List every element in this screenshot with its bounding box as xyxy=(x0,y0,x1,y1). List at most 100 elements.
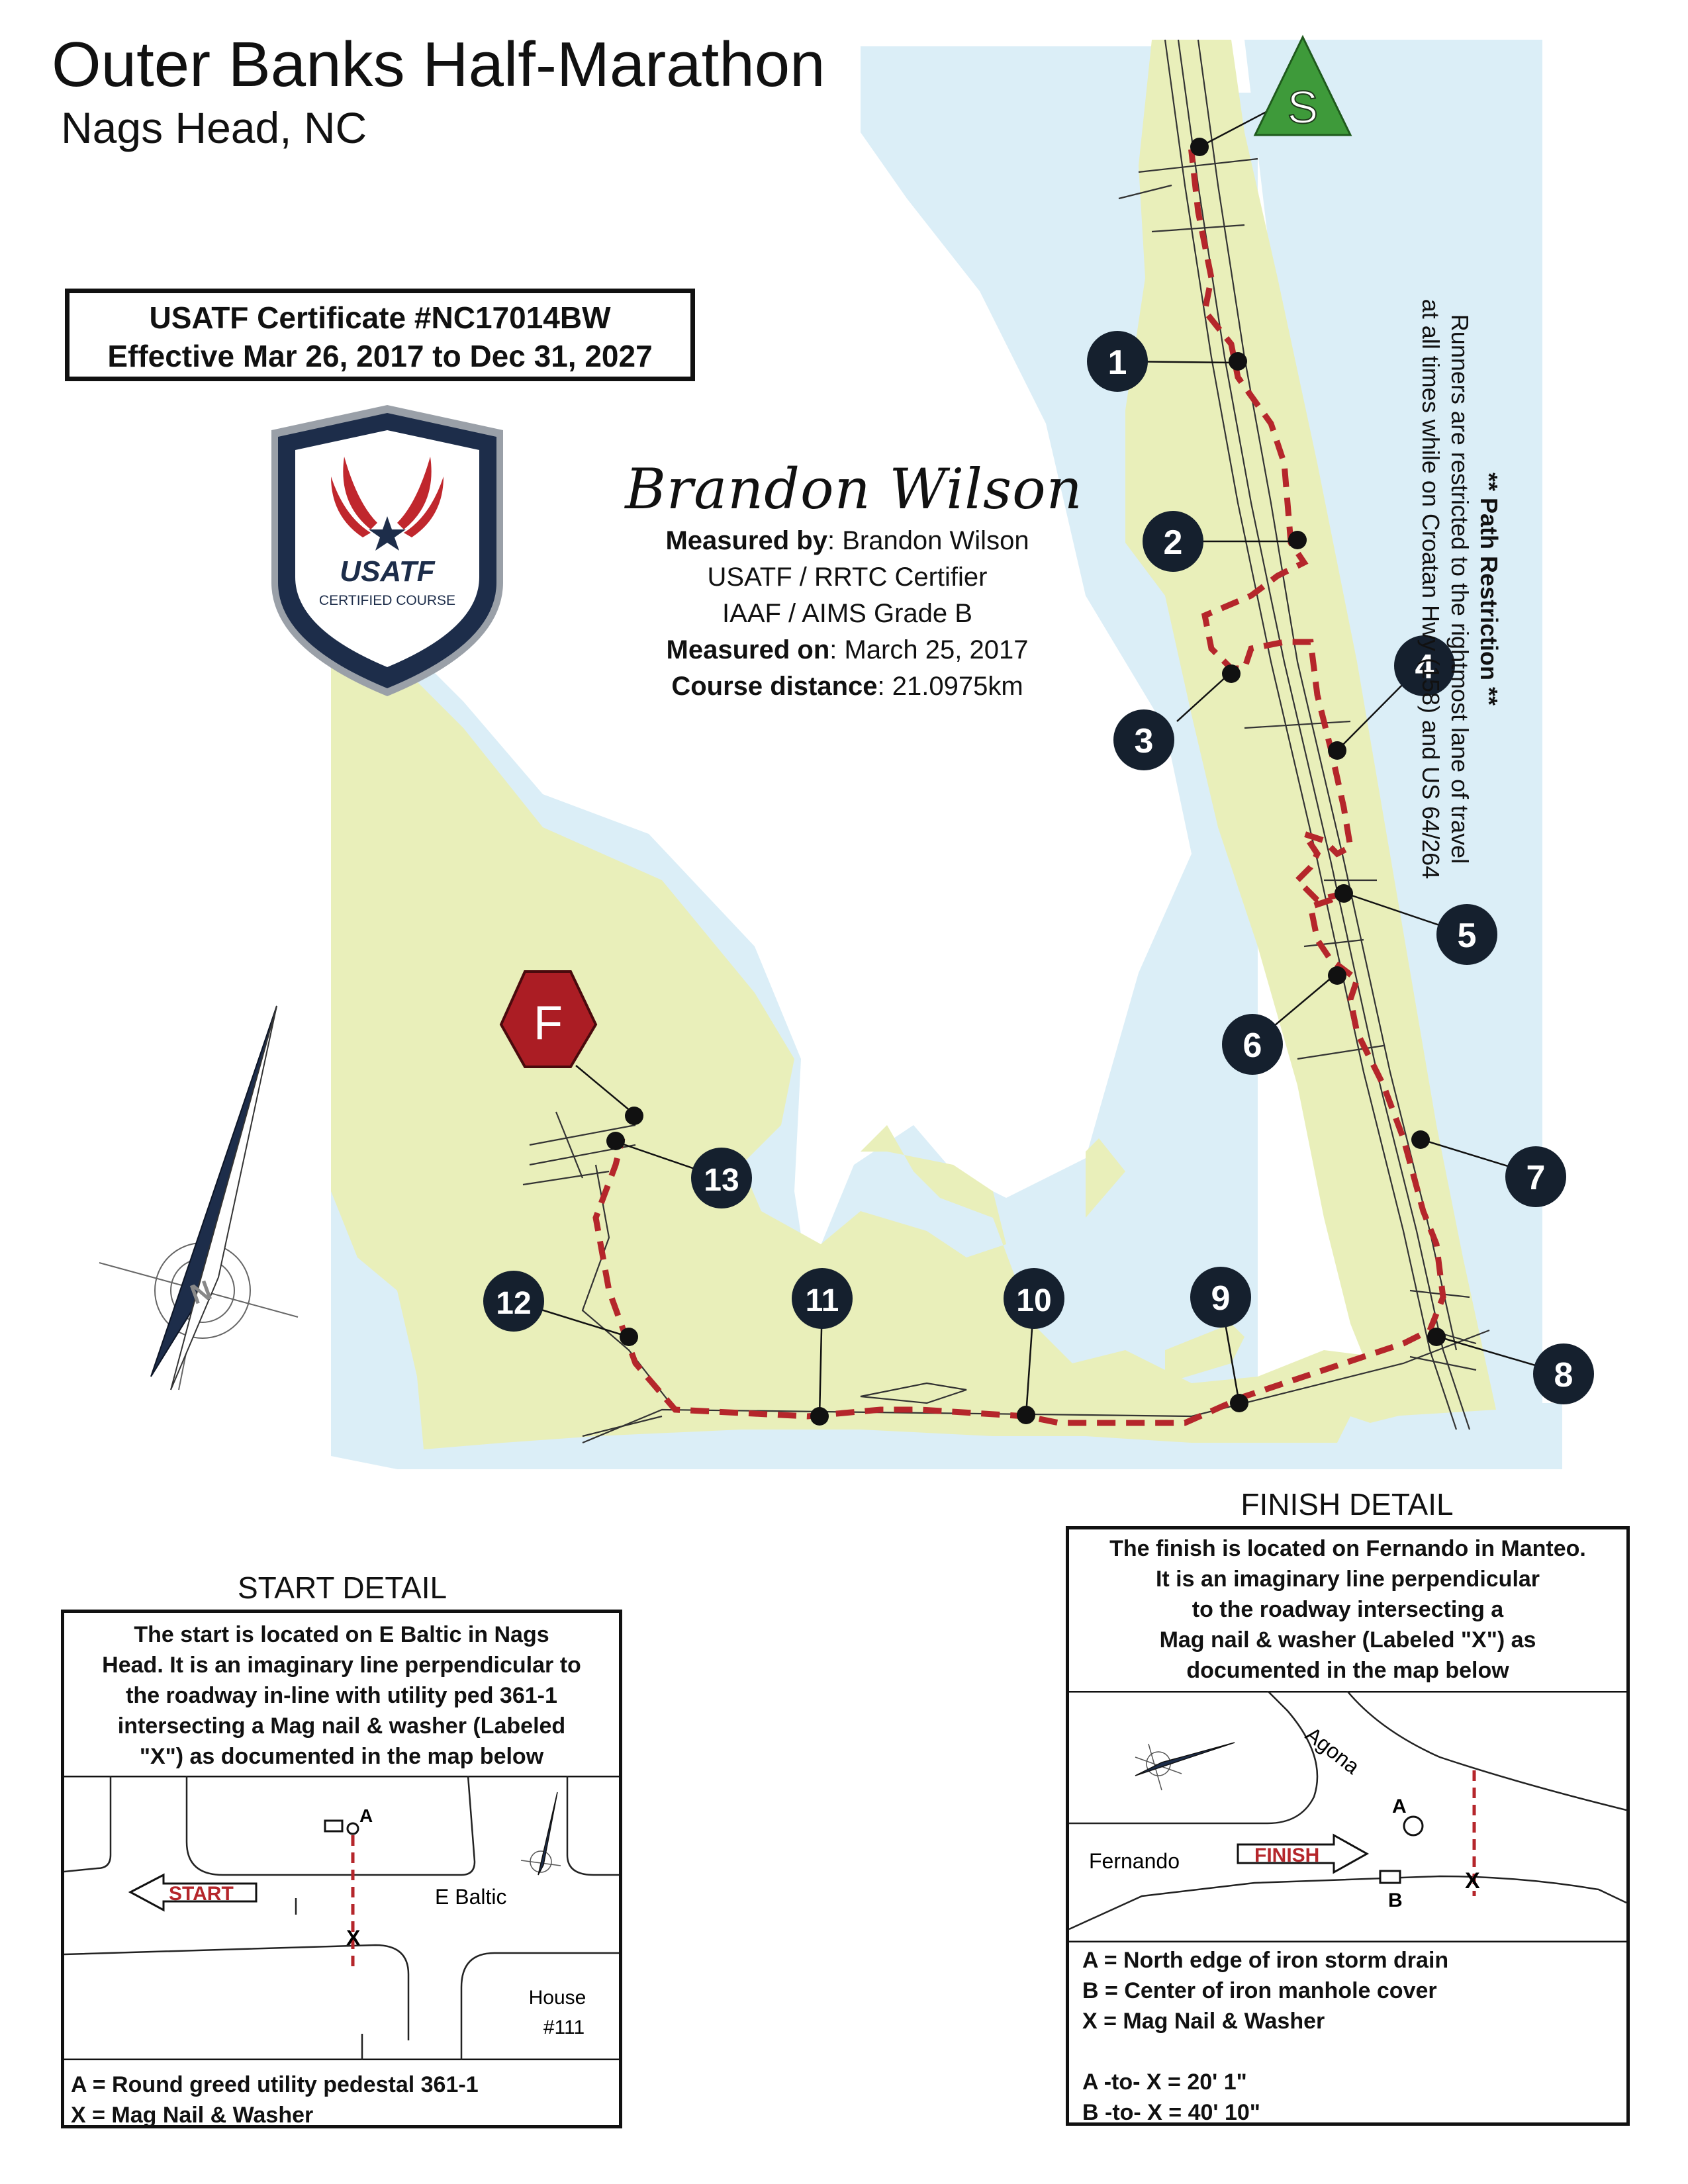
certificate-box: USATF Certificate #NC17014BW Effective M… xyxy=(65,289,695,381)
legend-line: X = Mag Nail & Washer xyxy=(71,2103,314,2128)
point-x-label: X xyxy=(346,1926,361,1950)
measured-by-label: Measured by xyxy=(665,526,827,555)
desc-line: Head. It is an imaginary line perpendicu… xyxy=(102,1653,581,1678)
finish-detail-map: Agona Fernando A B X FINISH xyxy=(1069,1691,1626,1942)
distance-label: Course distance xyxy=(671,672,878,701)
restriction-line-2: at all times while on Croatan Hwy (158) … xyxy=(1417,298,1444,880)
restriction-title: ** Path Restriction ** xyxy=(1476,472,1503,706)
desc-line: It is an imaginary line perpendicular xyxy=(1155,1567,1540,1592)
waypoint-dots xyxy=(606,138,1446,1426)
page-subtitle: Nags Head, NC xyxy=(61,103,367,152)
restriction-line-1: Runners are restricted to the rightmost … xyxy=(1446,314,1474,864)
mile-marker-11: 11 xyxy=(792,1268,853,1329)
mile-marker-7: 7 xyxy=(1505,1146,1566,1207)
mile-marker-1: 1 xyxy=(1087,331,1148,392)
utility-box-icon xyxy=(324,1819,344,1833)
finish-direction-arrow-icon xyxy=(1237,1833,1370,1874)
mile-markers: 1 2 3 4 5 6 7 8 9 10 11 12 13 xyxy=(483,331,1594,1404)
mile-marker-12: 12 xyxy=(483,1271,544,1332)
mile-marker-3: 3 xyxy=(1113,709,1174,770)
land xyxy=(331,40,1496,1449)
usatf-badge: USATF CERTIFIED COURSE xyxy=(271,405,503,696)
mile-label: 8 xyxy=(1554,1356,1573,1394)
mile-label: 12 xyxy=(496,1286,531,1321)
manhole-icon xyxy=(1379,1870,1401,1884)
certificate-effective: Effective Mar 26, 2017 to Dec 31, 2027 xyxy=(107,339,653,373)
measured-by-value: : Brandon Wilson xyxy=(827,526,1029,555)
desc-line: "X") as documented in the map below xyxy=(139,1744,544,1769)
desc-line: Mag nail & washer (Labeled "X") as xyxy=(1159,1627,1536,1653)
legend-line: X = Mag Nail & Washer xyxy=(1082,2009,1325,2034)
measurer-role-1: USATF / RRTC Certifier xyxy=(707,563,988,592)
path-restriction-note: ** Path Restriction ** Runners are restr… xyxy=(1410,291,1509,887)
start-detail-map: A X START E Baltic House #111 xyxy=(64,1776,619,2060)
mile-label: 5 xyxy=(1458,917,1477,955)
start-detail-legend: A = Round greed utility pedestal 361-1 X… xyxy=(71,2070,479,2130)
point-a-label: A xyxy=(1392,1796,1407,1817)
street-fernando-label: Fernando xyxy=(1089,1849,1180,1873)
street-agona-label: Agona xyxy=(1301,1722,1364,1778)
mile-marker-10: 10 xyxy=(1004,1268,1064,1329)
course-route xyxy=(592,148,1446,1426)
mile-label: 4 xyxy=(1415,648,1434,686)
desc-line: documented in the map below xyxy=(1186,1658,1509,1683)
start-marker-label: S xyxy=(1288,81,1319,133)
distance-value: : 21.0975km xyxy=(877,672,1023,701)
finish-marker-label: F xyxy=(534,997,563,1050)
mile-label: 6 xyxy=(1243,1026,1262,1065)
mile-marker-8: 8 xyxy=(1533,1343,1594,1404)
desc-line: to the roadway intersecting a xyxy=(1192,1597,1504,1622)
start-detail-description: The start is located on E Baltic in Nags… xyxy=(64,1619,619,1772)
legend-spacer xyxy=(1082,2036,1448,2067)
finish-detail-description: The finish is located on Fernando in Man… xyxy=(1069,1533,1626,1686)
page-title: Outer Banks Half-Marathon xyxy=(52,29,825,100)
certificate-number: USATF Certificate #NC17014BW xyxy=(149,300,611,335)
mile-marker-6: 6 xyxy=(1222,1014,1283,1075)
point-a-label: A xyxy=(359,1805,373,1826)
house-label: House xyxy=(529,1987,586,2009)
utility-pedestal-icon xyxy=(346,1822,359,1835)
desc-line: The finish is located on Fernando in Man… xyxy=(1109,1536,1586,1561)
finish-detail-heading: FINISH DETAIL xyxy=(1241,1487,1454,1522)
finish-marker: F xyxy=(499,970,598,1068)
finish-detail-box: The finish is located on Fernando in Man… xyxy=(1066,1526,1630,2126)
start-detail-heading: START DETAIL xyxy=(237,1570,447,1605)
legend-line: B = Center of iron manhole cover xyxy=(1082,1978,1437,2003)
finish-arrow-label: FINISH xyxy=(1254,1844,1319,1866)
point-x-label: X xyxy=(1465,1868,1480,1893)
finish-detail-legend: A = North edge of iron storm drain B = C… xyxy=(1082,1945,1448,2128)
measurer-signature: Brandon Wilson xyxy=(625,457,1083,522)
start-marker: S xyxy=(1253,34,1352,136)
storm-drain-icon xyxy=(1403,1815,1424,1837)
mile-label: 3 xyxy=(1135,722,1154,760)
mile-label: 7 xyxy=(1526,1159,1546,1197)
street-label: E Baltic xyxy=(435,1885,506,1909)
compass-rose: N xyxy=(99,1005,299,1390)
badge-name: USATF xyxy=(340,555,436,588)
mini-compass-icon xyxy=(1135,1742,1235,1791)
badge-caption: CERTIFIED COURSE xyxy=(319,593,455,608)
desc-line: the roadway in-line with utility ped 361… xyxy=(126,1683,557,1708)
point-b-label: B xyxy=(1388,1889,1403,1911)
measured-on-value: : March 25, 2017 xyxy=(829,635,1029,664)
mile-label: 10 xyxy=(1016,1283,1051,1318)
mile-label: 13 xyxy=(704,1163,739,1198)
mile-marker-9: 9 xyxy=(1190,1267,1251,1328)
mile-label: 11 xyxy=(806,1283,839,1318)
start-arrow-label: START xyxy=(169,1883,234,1905)
legend-line: B -to- X = 40' 10" xyxy=(1082,2100,1260,2125)
legend-line: A -to- X = 20' 1" xyxy=(1082,2070,1247,2095)
mile-label: 1 xyxy=(1108,343,1127,382)
mile-marker-13: 13 xyxy=(691,1148,752,1208)
legend-line: A = North edge of iron storm drain xyxy=(1082,1948,1449,1973)
mini-compass-icon xyxy=(520,1792,561,1876)
desc-line: The start is located on E Baltic in Nags xyxy=(134,1622,549,1647)
measured-on-label: Measured on xyxy=(666,635,830,664)
mile-label: 2 xyxy=(1164,523,1183,562)
mile-marker-4: 4 xyxy=(1394,635,1455,696)
house-number-label: #111 xyxy=(543,2017,585,2038)
start-detail-box: The start is located on E Baltic in Nags… xyxy=(61,1610,622,2128)
legend-line: A = Round greed utility pedestal 361-1 xyxy=(71,2072,479,2097)
desc-line: intersecting a Mag nail & washer (Labele… xyxy=(117,1713,566,1739)
